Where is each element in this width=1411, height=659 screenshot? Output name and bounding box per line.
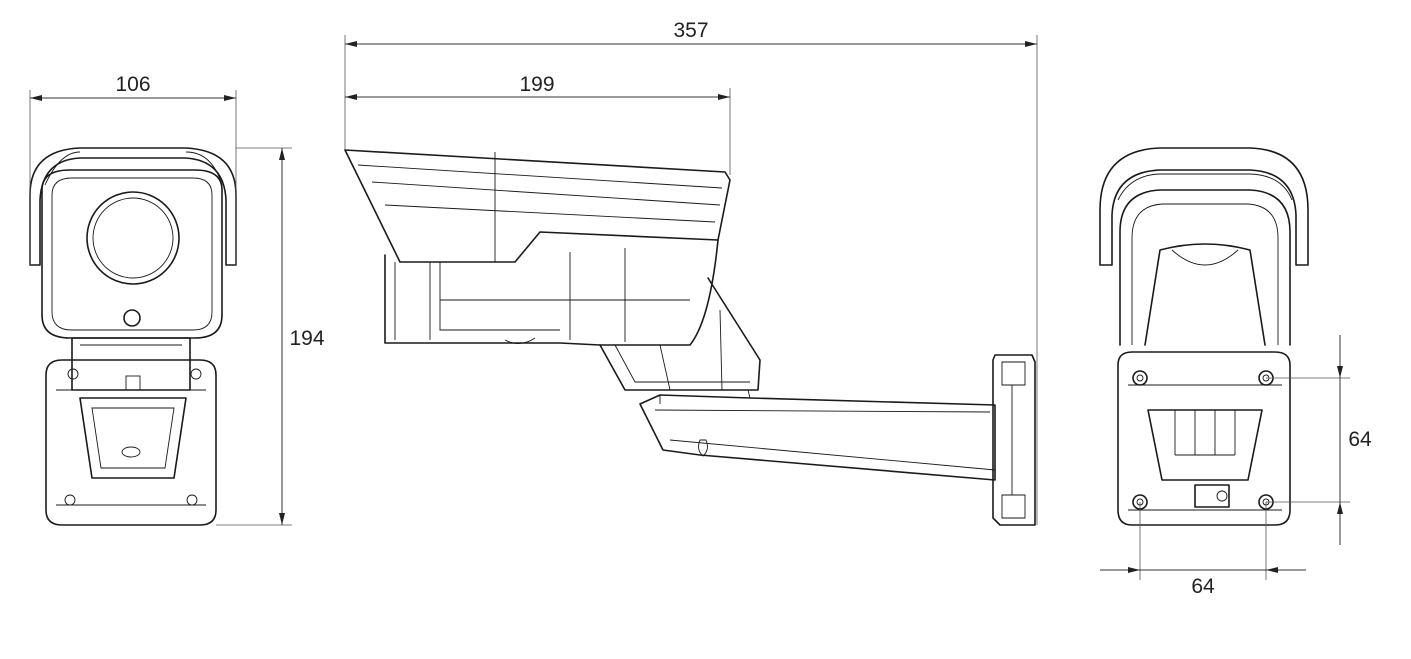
side-view (344, 149, 1036, 526)
front-width-dimension: 106 (29, 73, 237, 265)
side-body-dimension: 199 (345, 73, 731, 175)
front-view (29, 147, 237, 526)
rear-horizontal-dimension: 64 (1100, 502, 1306, 598)
side-total-label: 357 (673, 19, 708, 42)
rear-vertical-dimension: 64 (1266, 335, 1372, 545)
side-total-dimension: 357 (344, 19, 1038, 525)
front-width-label: 106 (115, 73, 150, 96)
front-height-dimension: 194 (216, 147, 325, 526)
front-height-label: 194 (289, 327, 324, 350)
rear-horizontal-label: 64 (1191, 575, 1215, 598)
rear-view (1099, 147, 1309, 526)
side-body-label: 199 (519, 73, 554, 96)
rear-vertical-label: 64 (1348, 428, 1372, 451)
